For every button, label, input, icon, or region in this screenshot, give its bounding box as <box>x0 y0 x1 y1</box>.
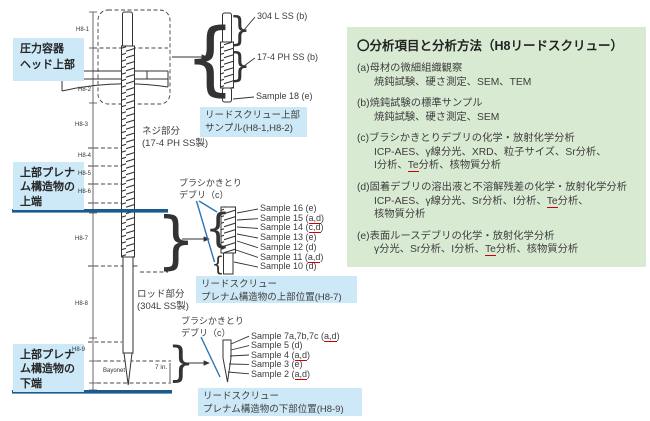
analysis-item: (e)表面ルースデブリの化学・放射化学分析 γ分光、Sr分析、I分析、Te分析、核… <box>357 230 636 257</box>
marker-h8-7: H8-7 <box>75 236 89 242</box>
analysis-item-heading: (c)ブラシかきとりデブリの化学・放射化学分析 <box>357 133 575 145</box>
svg-text:{: { <box>185 12 236 105</box>
marker-h8-2: H8-2 <box>78 87 92 93</box>
bayonet-tip <box>123 352 133 386</box>
label-vessel-head-top: 圧力容器 ヘッド上部 <box>13 38 84 81</box>
marker-h8-4: H8-4 <box>78 153 92 159</box>
seven-inch-label: 7 in. <box>155 364 168 371</box>
plenum-boundary-lines <box>12 209 172 394</box>
sample-label: Sample 11 (a,d) <box>260 251 324 263</box>
lead-screw <box>121 11 135 386</box>
middle-inset-braces: } { { <box>156 204 230 277</box>
sample-label: Sample 16 (e) <box>260 203 317 213</box>
top-inset-braces: { } } <box>185 10 251 105</box>
label-upper-plenum-bottom: 上部プレナ ム構造物の 下端 <box>13 344 84 392</box>
analysis-item-methods: γ分光、Sr分析、I分析、Te分析、核物質分析 <box>374 244 579 257</box>
analysis-item-methods: 焼鈍試験、硬さ測定、SEM <box>374 111 500 123</box>
analysis-item: (a)母材の微細組織観察焼鈍試験、硬さ測定、SEM、TEM <box>357 62 636 89</box>
sample-label: Sample 12 (d) <box>260 241 317 252</box>
marker-h8-8: H8-8 <box>75 301 89 307</box>
brush-debris-label-lower: ブラシかきとり デブリ（c） <box>181 316 244 338</box>
middle-inset-leaders <box>182 208 259 268</box>
sample-label: Sample 5 (d) <box>251 340 303 351</box>
analysis-item: (b)焼鈍試験の標準サンプル焼鈍試験、硬さ測定、SEM <box>357 97 636 124</box>
sample-label: Sample 7a,7b,7c (a,d) <box>251 331 340 342</box>
svg-text:}: } <box>229 46 251 86</box>
debris-leader-lines <box>195 200 221 378</box>
marker-h8-9: H8-9 <box>72 347 86 353</box>
brush-debris-label-upper: ブラシかきとり デブリ（c） <box>179 178 242 200</box>
sample-group-lower: Sample 7a,7b,7c (a,d)Sample 5 (d)Sample … <box>251 331 340 380</box>
caption-plenum-lower-position: リードスクリュー プレナム構造物の下部位置(H8-9) <box>198 388 362 416</box>
sample-18-label: Sample 18 (e) <box>256 91 313 101</box>
marker-h8-1: H8-1 <box>76 27 90 33</box>
analysis-item-methods: ICP-AES、γ線分光、Sr分析、I分析、Te分析、 <box>374 195 589 208</box>
analysis-item-methods: I分析、Te分析、核物質分析 <box>374 160 502 173</box>
top-inset-leaders <box>172 16 256 100</box>
svg-text:}: } <box>156 204 195 277</box>
analysis-item-heading: (a)母材の微細組織観察 <box>357 63 463 74</box>
sample-label: Sample 3 (e) <box>251 359 303 370</box>
sample-label: Sample 2 (a,d) <box>251 368 311 380</box>
svg-text:}: } <box>229 10 251 50</box>
marker-h8-3: H8-3 <box>75 122 89 128</box>
sample-label: Sample 15 (a,d) <box>260 212 325 224</box>
bottom-inset-leaders <box>169 335 250 382</box>
rod-section-label: ロッド部分 (304L SS製) <box>137 289 189 313</box>
rod-section <box>122 256 134 354</box>
sample-label: Sample 4 (a,d) <box>251 349 311 361</box>
analysis-item-heading: (e)表面ルースデブリの化学・放射化学分析 <box>357 230 555 242</box>
analysis-item-list: (a)母材の微細組織観察焼鈍試験、硬さ測定、SEM、TEM (b)焼鈍試験の標準サ… <box>357 62 636 257</box>
bottom-inset-braces: } <box>168 338 195 387</box>
sample-label: Sample 10 (d) <box>260 261 317 272</box>
material-label-304lss: 304 L SS (b) <box>257 11 308 21</box>
analysis-item-methods: 焼鈍試験、硬さ測定、SEM、TEM <box>374 76 532 88</box>
screw-section-label: ネジ部分 (17-4 PH SS製) <box>142 126 208 150</box>
analysis-item-methods: 核物質分析 <box>374 209 426 221</box>
svg-text:}: } <box>168 338 195 387</box>
marker-h8-6: H8-6 <box>78 189 92 195</box>
analysis-item-heading: (b)焼鈍試験の標準サンプル <box>357 98 483 110</box>
top-inset-screw <box>220 12 234 103</box>
sample-label: Sample 14 (c,d) <box>260 222 324 234</box>
label-upper-plenum-top: 上部プレナ ム構造物の 上端 <box>13 162 84 210</box>
bottom-inset-rod <box>222 339 232 383</box>
analysis-panel-title: 〇分析項目と分析方法（H8リードスクリュー） <box>357 39 623 53</box>
sample-label: Sample 13 (e) <box>260 232 317 243</box>
caption-plenum-upper-position: リードスクリュー プレナム構造物の上部位置(H8-7) <box>196 276 357 303</box>
middle-inset-screw <box>220 206 236 275</box>
svg-text:{: { <box>212 252 225 276</box>
caption-upper-sample: リードスクリュー上部 サンプル(H8-1,H8-2) <box>200 107 307 137</box>
bayonet-label: Bayonet <box>103 368 126 374</box>
analysis-panel: 〇分析項目と分析方法（H8リードスクリュー） (a)母材の微細組織観察焼鈍試験、… <box>347 27 646 267</box>
dimension-chain <box>89 11 97 391</box>
sample-group-upper: Sample 16 (e)Sample 15 (a,d)Sample 14 (c… <box>260 203 325 272</box>
analysis-item-methods: ICP-AES、γ線分光、XRD、粒子サイズ、Sr分析、 <box>374 146 607 158</box>
analysis-item-heading: (d)固着デブリの溶出液と不溶解残差の化学・放射化学分析 <box>357 182 628 194</box>
marker-h8-5: H8-5 <box>78 171 92 177</box>
material-label-17-4phss: 17-4 PH SS (b) <box>257 52 319 62</box>
